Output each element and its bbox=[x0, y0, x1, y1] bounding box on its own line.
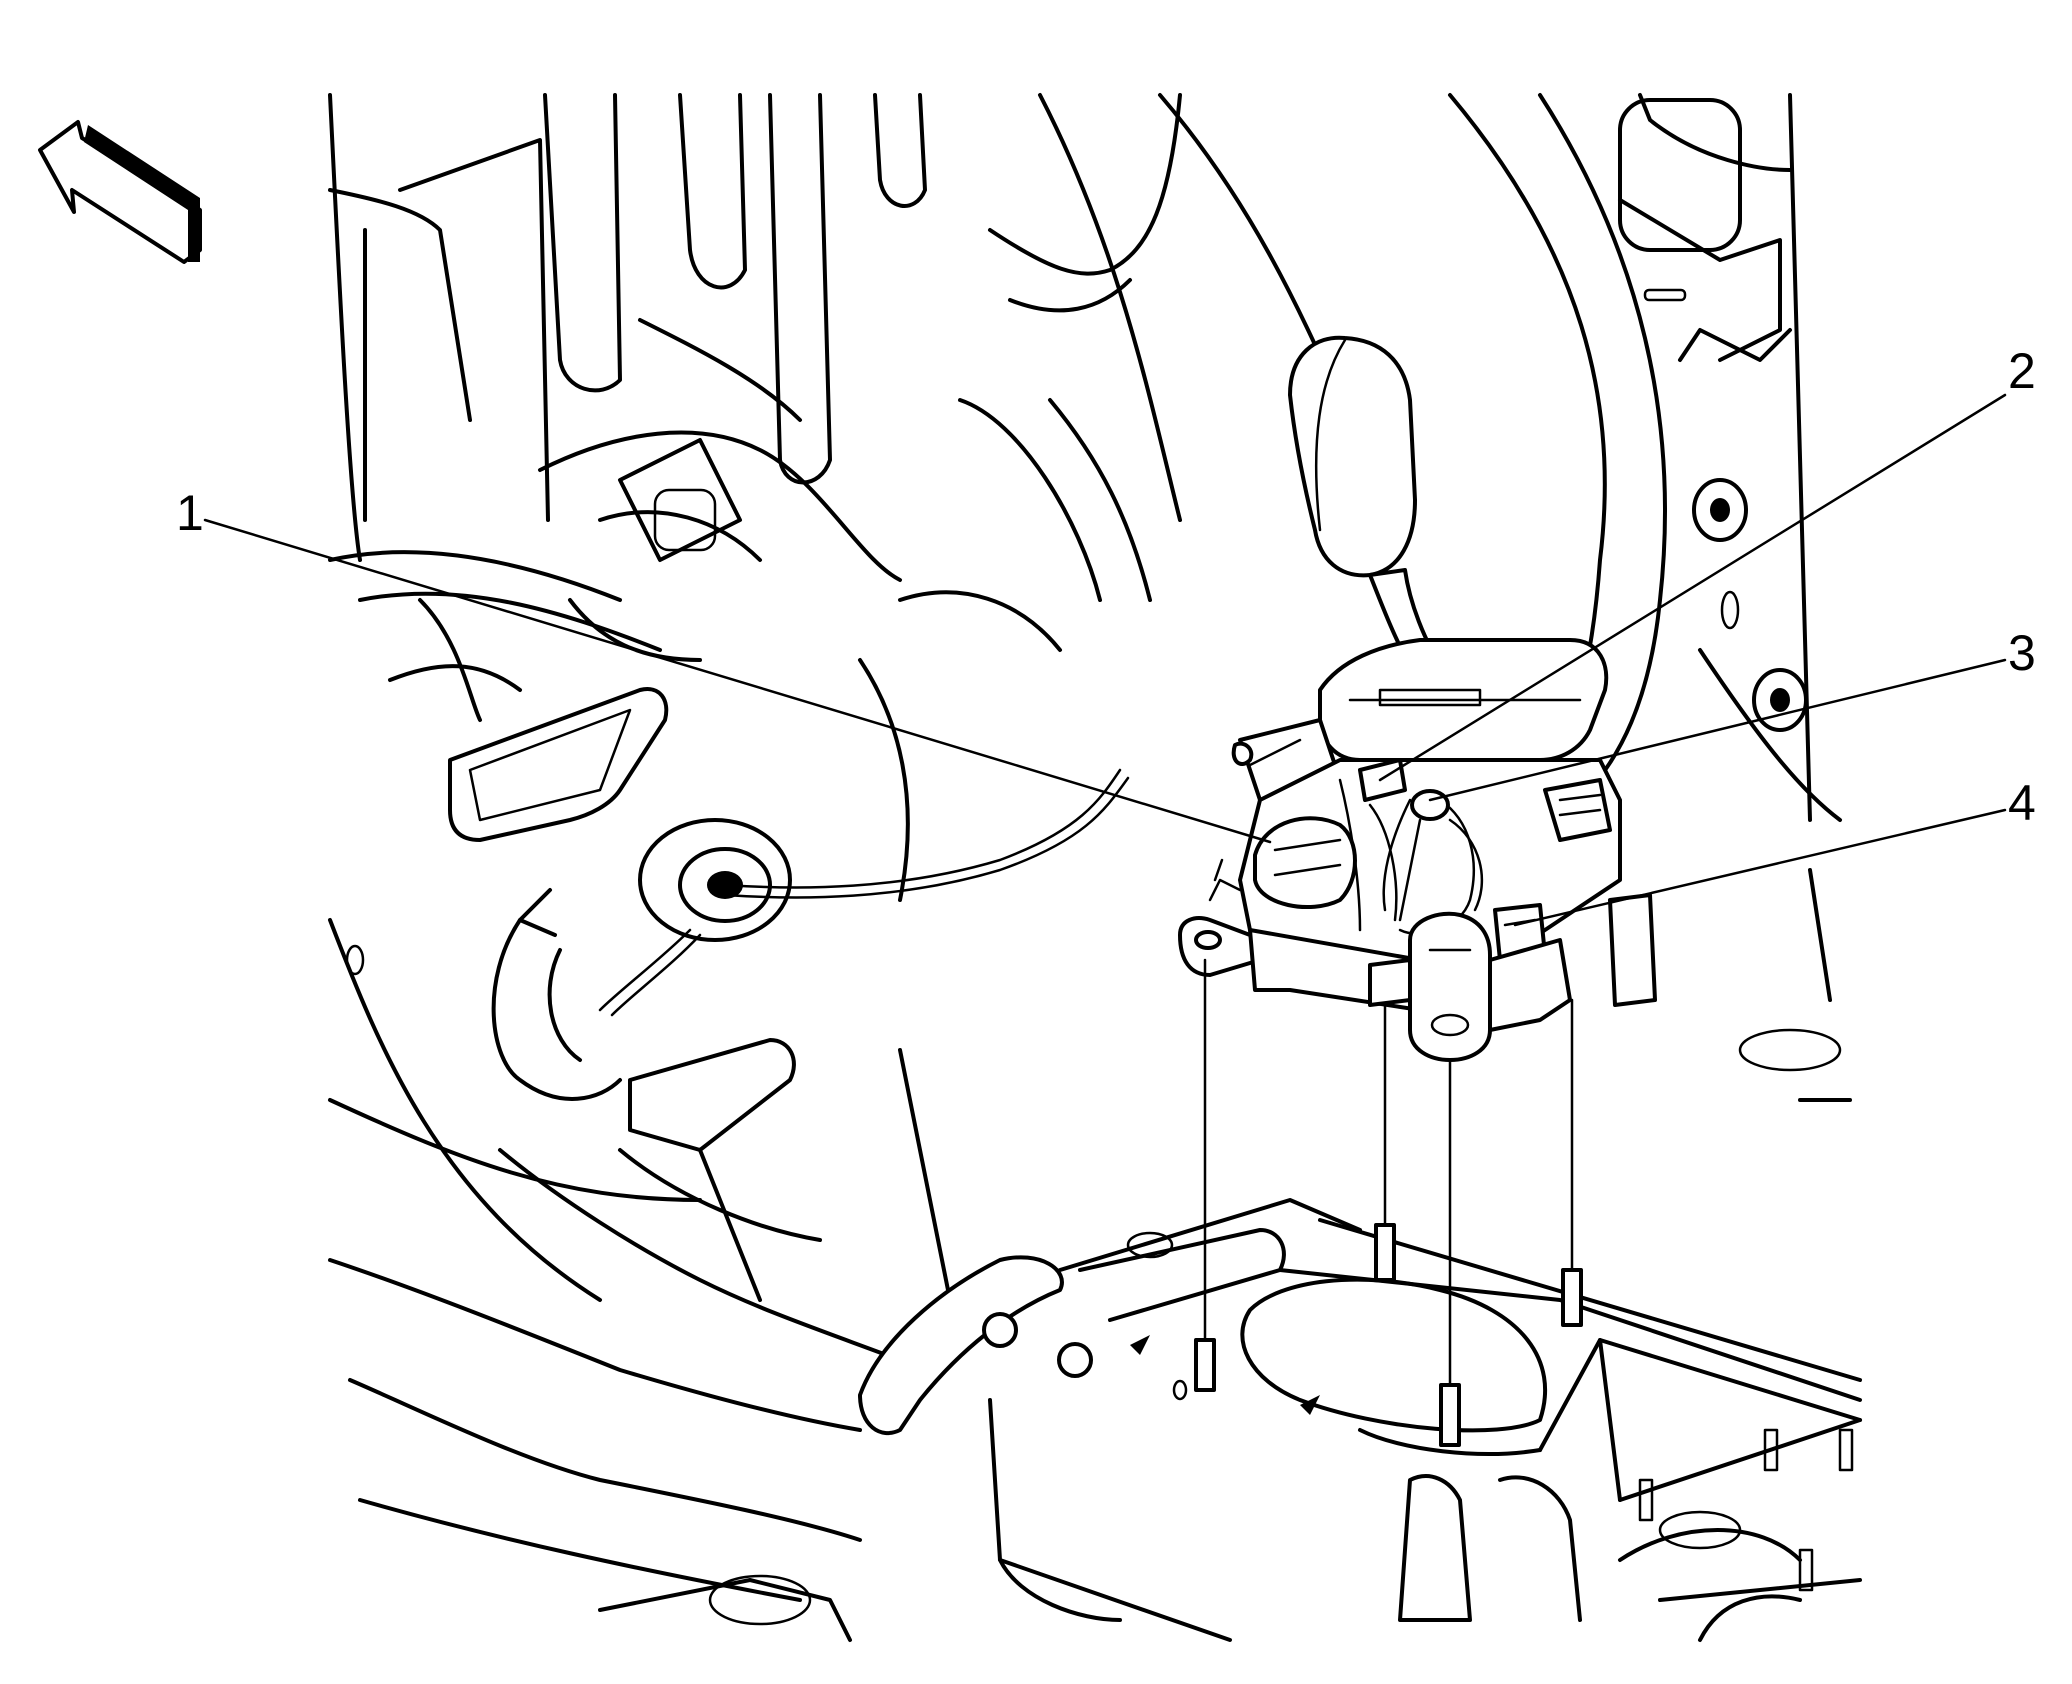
shifter-assembly bbox=[1178, 638, 1657, 1062]
callout-labels: 1 2 3 4 bbox=[176, 343, 2036, 831]
mounting-studs bbox=[1194, 958, 1583, 1447]
leader-line-4 bbox=[1513, 808, 2007, 927]
callout-3: 3 bbox=[2008, 625, 2036, 681]
leader-line-1 bbox=[203, 518, 1272, 844]
leader-line-3 bbox=[1428, 658, 2007, 802]
callout-4: 4 bbox=[2008, 775, 2036, 831]
callout-1: 1 bbox=[176, 485, 204, 541]
leader-line-2 bbox=[1378, 393, 2007, 782]
shift-lever bbox=[1288, 335, 1442, 667]
leader-lines bbox=[203, 393, 2007, 927]
callout-2: 2 bbox=[2008, 343, 2036, 399]
floor-panel-outline bbox=[328, 93, 1862, 1642]
forward-arrow-icon bbox=[38, 120, 202, 264]
